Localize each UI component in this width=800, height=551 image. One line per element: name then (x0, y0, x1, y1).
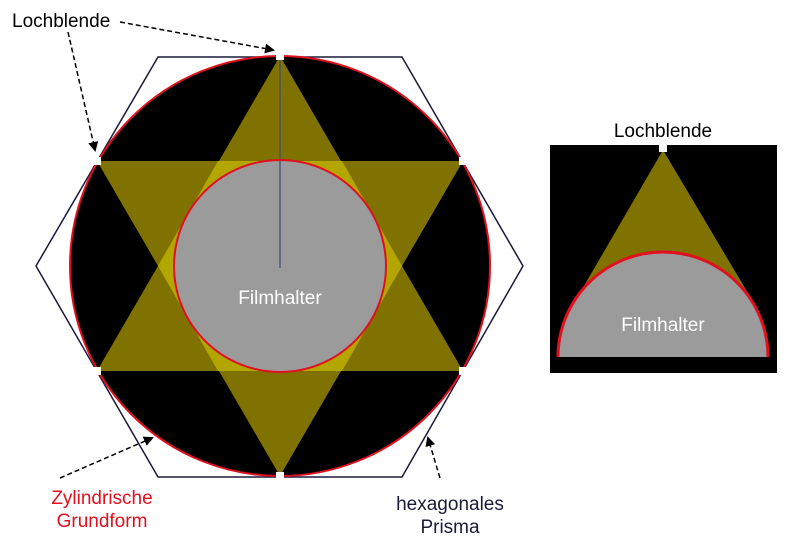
top-view: Lochblende Filmhalter Zylindrische Grund… (12, 11, 524, 538)
side-view-film-holder-red-outline (556, 250, 770, 358)
label-cylindrical-line2: Grundform (57, 511, 148, 532)
side-view: Lochblende Filmhalter (550, 121, 777, 373)
pinhole-bottom (276, 472, 284, 480)
side-view-film-holder (558, 252, 768, 357)
label-pinhole-top: Lochblende (12, 11, 110, 32)
pointer-arrows (59, 21, 441, 479)
side-view-pinhole (659, 144, 667, 152)
pinholes (93, 52, 467, 480)
arrow-to-hexagon (425, 436, 441, 479)
arrow-to-pinhole-top (119, 21, 275, 54)
label-cylindrical-line1: Zylindrische (51, 488, 152, 509)
label-hex-line2: Prisma (420, 517, 480, 538)
pinhole-lower-right (459, 367, 467, 375)
label-pinhole-side: Lochblende (614, 121, 712, 142)
pinhole-top (276, 52, 284, 60)
film-holder-red-outline (173, 159, 387, 373)
pinhole-upper-right (459, 157, 467, 165)
arrow-to-pinhole-left (67, 31, 99, 152)
label-film-holder-main: Filmhalter (238, 288, 322, 309)
hexagonal-prism-outline (35, 56, 524, 478)
label-film-holder-side: Filmhalter (621, 315, 705, 336)
label-hex-line1: hexagonales (396, 494, 504, 515)
pinhole-upper-left (93, 157, 101, 165)
arrow-to-cylinder (59, 436, 154, 479)
pinhole-lower-left (93, 367, 101, 375)
